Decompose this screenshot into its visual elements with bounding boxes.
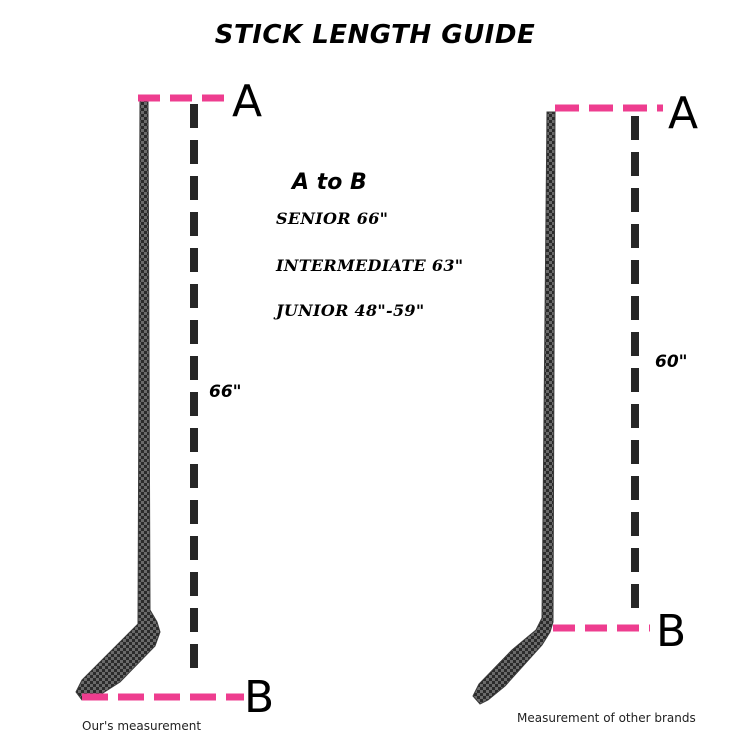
guide-row-senior: SENIOR 66": [276, 209, 389, 228]
page-title: STICK LENGTH GUIDE: [214, 20, 536, 50]
right-point-b-label: B: [656, 606, 687, 657]
guide-row-junior: JUNIOR 48"-59": [276, 301, 425, 320]
right-caption: Measurement of other brands: [517, 711, 696, 725]
left-hockey-stick: [75, 99, 161, 701]
right-stick-shaft: [472, 111, 556, 705]
left-length-label: 66": [209, 382, 242, 402]
right-point-a-label: A: [668, 88, 699, 139]
left-stick-shaft: [75, 99, 161, 701]
left-point-a-label: A: [232, 76, 263, 127]
guide-heading: A to B: [292, 170, 367, 195]
right-length-label: 60": [655, 352, 688, 372]
right-hockey-stick: [472, 111, 556, 705]
left-caption: Our's measurement: [82, 719, 202, 733]
guide-row-intermediate: INTERMEDIATE 63": [276, 256, 464, 275]
left-point-b-label: B: [244, 672, 275, 723]
